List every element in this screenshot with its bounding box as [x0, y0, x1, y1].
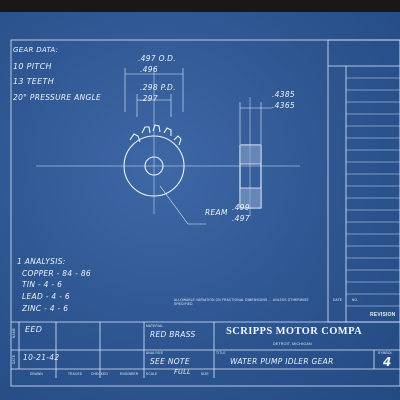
symbol-label: SYMBOL — [378, 351, 393, 355]
footer-checked: CHECKED — [91, 372, 108, 376]
analysis-copper: COPPER - 84 - 86 — [22, 269, 91, 278]
gear-teeth — [129, 124, 182, 146]
ream-lower-dimension: .497 — [232, 214, 250, 223]
material-label: MATERIAL — [146, 324, 164, 328]
gear-teeth-count: 13 TEETH — [13, 77, 55, 86]
drawing-border — [10, 39, 400, 387]
revision-grid — [346, 77, 400, 307]
footer-drawn: DRAWN — [30, 372, 43, 376]
material-value: RED BRASS — [150, 330, 196, 339]
ream-upper-dimension: .499 — [232, 203, 250, 212]
date-label: DATE — [12, 354, 16, 364]
revision-heading: REVISION — [370, 312, 396, 318]
technical-drawing — [10, 39, 400, 387]
footer-traced: TRACED — [68, 372, 83, 376]
blueprint-sheet: GEAR DATA: 10 PITCH 13 TEETH 20° PRESSUR… — [0, 12, 400, 400]
footer-engineer: ENGINEER — [120, 372, 139, 376]
pd-upper-dimension: .298 P.D. — [140, 83, 176, 92]
revision-no-header: NO. — [352, 298, 359, 302]
gear-section-view — [239, 144, 262, 209]
width-lower-dimension: .4365 — [272, 101, 295, 110]
date-value: 10-21-42 — [23, 353, 60, 362]
width-upper-dimension: .4385 — [272, 90, 295, 99]
gear-outline — [123, 135, 185, 197]
revision-column — [327, 39, 400, 323]
footer-scale: SCALE — [146, 372, 158, 376]
title-label: TITLE — [216, 351, 226, 355]
revision-date-header: DATE — [333, 298, 343, 302]
gear-pressure-angle: 20° PRESSURE ANGLE — [13, 93, 102, 102]
name-label: NAME — [12, 327, 16, 338]
analysis-heading: 1 ANALYSIS: — [17, 257, 66, 266]
dimension-lines — [124, 68, 272, 225]
company-name: SCRIPPS MOTOR COMPA — [226, 326, 363, 337]
analysis-value: SEE NOTE — [150, 357, 190, 366]
ream-label: REAM — [205, 208, 228, 217]
gear-pitch: 10 PITCH — [13, 62, 52, 71]
analysis-tin: TIN - 4 - 6 — [22, 280, 63, 289]
gear-bore — [144, 156, 164, 176]
footer-size: SIZE — [201, 372, 209, 376]
tolerance-note: ALLOWABLE VARIATION ON FRACTIONAL DIMENS… — [174, 298, 309, 307]
od-upper-dimension: .497 O.D. — [138, 54, 176, 63]
gear-front-view — [123, 124, 185, 197]
od-lower-dimension: .496 — [140, 65, 158, 74]
footer-full: FULL — [174, 368, 191, 376]
analysis-lead: LEAD - 4 - 6 — [22, 292, 70, 301]
symbol-value: 4 — [383, 355, 392, 369]
title-value: WATER PUMP IDLER GEAR — [230, 357, 334, 366]
name-value: EED — [25, 325, 43, 334]
ream-leader — [159, 185, 206, 225]
gear-data-heading: GEAR DATA: — [13, 46, 59, 54]
analysis-label: ANALYSIS — [146, 351, 163, 355]
company-location: DETROIT, MICHIGAN — [273, 342, 312, 346]
pd-lower-dimension: .297 — [140, 94, 158, 103]
analysis-zinc: ZINC - 4 - 6 — [22, 304, 69, 313]
